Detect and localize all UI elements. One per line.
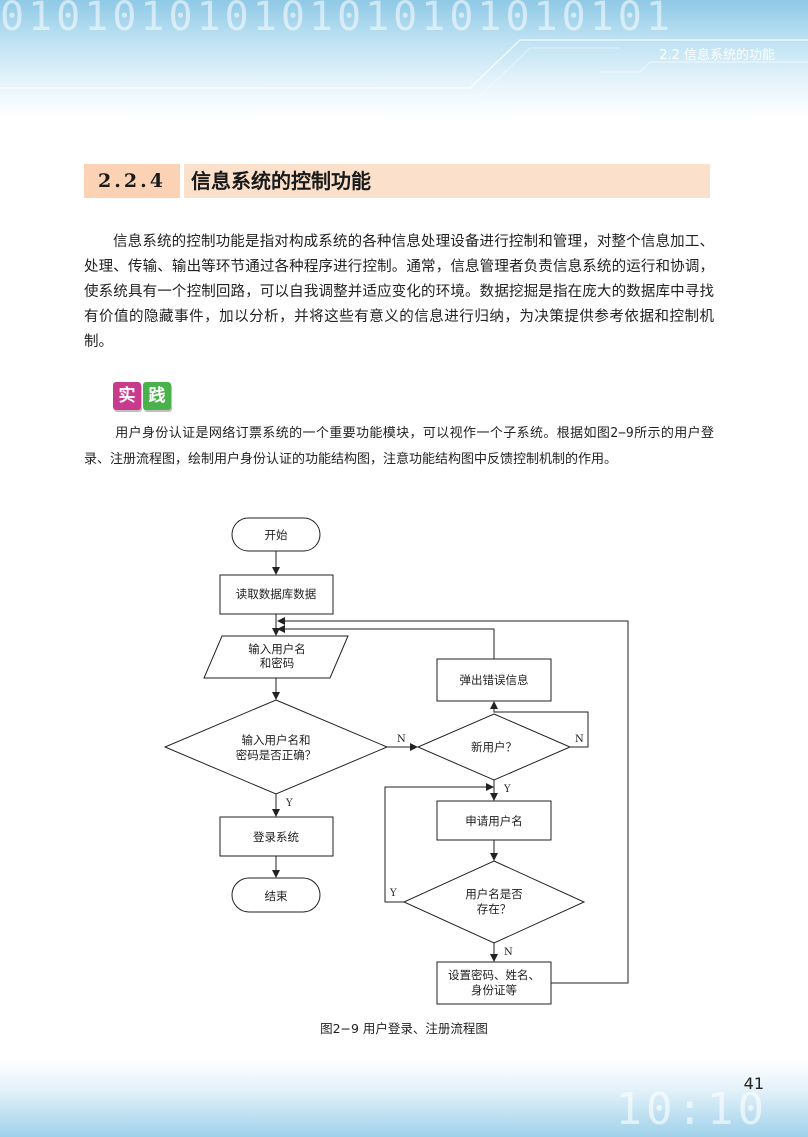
flow-read-db-node xyxy=(219,574,334,615)
flow-branch-n-exists: N xyxy=(504,947,513,958)
practice-badge-char-1: 实 xyxy=(113,382,141,410)
flow-input-node xyxy=(203,635,349,679)
flow-check-label-2: 密码是否正确？ xyxy=(236,748,317,762)
flow-set-label-1: 设置密码、姓名、 xyxy=(448,968,540,982)
flow-error-label: 弹出错误信息 xyxy=(460,673,529,687)
flow-login-label: 登录系统 xyxy=(253,830,299,844)
flow-set-label-2: 身份证等 xyxy=(471,983,517,997)
flow-input-label-2: 和密码 xyxy=(260,656,295,670)
flow-branch-n-new-user: N xyxy=(575,734,584,745)
flow-check-label-1: 输入用户名和 xyxy=(242,733,311,747)
section-number: 2.2.4 xyxy=(84,164,184,198)
section-title: 信息系统的控制功能 xyxy=(191,169,371,193)
flow-branch-y-check: Y xyxy=(285,798,293,809)
section-heading: 2.2.4 信息系统的控制功能 xyxy=(84,164,710,198)
flow-apply-label: 申请用户名 xyxy=(465,814,523,828)
flow-input-label-1: 输入用户名 xyxy=(248,642,306,656)
header-decoration: 010101010101010101010101 xyxy=(0,0,674,40)
practice-badge-char-2: 践 xyxy=(143,382,171,410)
body-paragraph: 信息系统的控制功能是指对构成系统的各种信息处理设备进行控制和管理，对整个信息加工… xyxy=(84,234,714,350)
practice-paragraph: 用户身份认证是网络订票系统的一个重要功能模块，可以视作一个子系统。根据如图2−9… xyxy=(84,426,714,467)
running-header-section: 2.2 信息系统的功能 xyxy=(659,48,775,63)
page-footer: 10:10 xyxy=(0,1060,808,1137)
flow-branch-y-new-user: Y xyxy=(503,784,511,795)
flow-set-node xyxy=(436,961,552,1005)
header-circuit-lines xyxy=(0,39,808,97)
flow-check-node xyxy=(163,699,389,795)
flow-read-db-label: 读取数据库数据 xyxy=(236,587,317,601)
figure-caption: 图2−9 用户登录、注册流程图 xyxy=(320,1021,488,1036)
practice-badge: 实 践 xyxy=(113,382,173,412)
flow-branch-n-check: N xyxy=(397,734,406,745)
page-number: 41 xyxy=(743,1074,764,1093)
flow-end-node xyxy=(231,877,321,913)
flow-apply-node xyxy=(436,800,552,841)
flow-branch-y-exists: Y xyxy=(389,888,397,899)
flow-end-label: 结束 xyxy=(265,889,288,903)
flow-start-label: 开始 xyxy=(265,528,288,542)
flow-exists-label-1: 用户名是否 xyxy=(465,887,523,901)
page-header: 010101010101010101010101 2.2 信息系统的功能 xyxy=(0,0,808,118)
flow-new-user-label: 新用户？ xyxy=(471,740,517,754)
flow-login-node xyxy=(219,816,334,857)
footer-decoration: 10:10 xyxy=(615,1084,768,1135)
flow-exists-label-2: 存在？ xyxy=(477,902,512,916)
